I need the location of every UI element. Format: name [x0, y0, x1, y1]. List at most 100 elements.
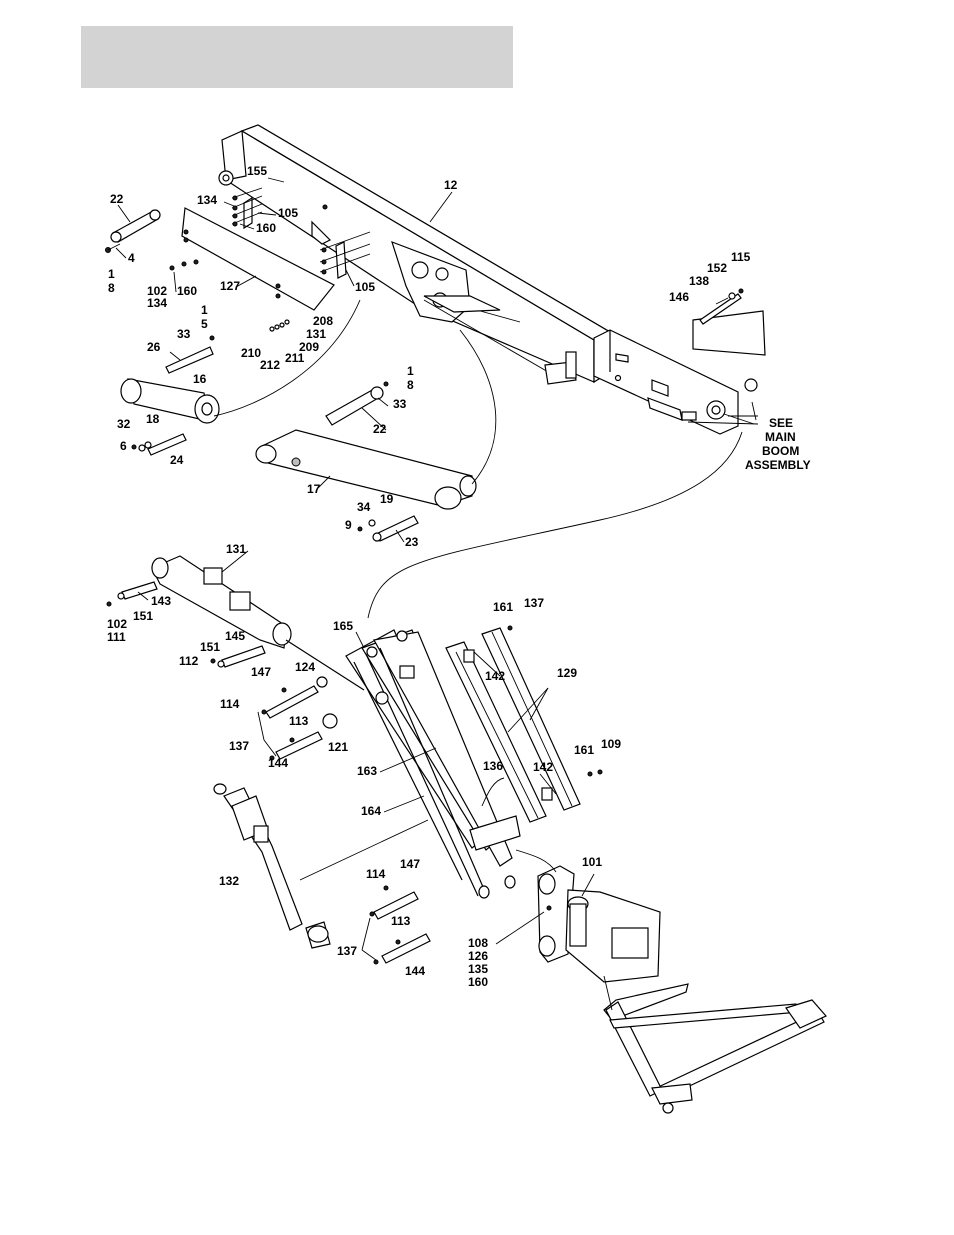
callout-label: 137 [337, 944, 357, 958]
pin-22-middle [325, 381, 389, 426]
callout-label: ASSEMBLY [745, 458, 811, 472]
link-16 [120, 335, 220, 424]
callout-label: 33 [177, 327, 191, 341]
title-block [81, 26, 513, 88]
callout-label: 137 [524, 596, 544, 610]
callout-label: 136 [483, 759, 503, 773]
callout-label: 1 [407, 364, 414, 378]
link-17 [255, 429, 477, 510]
callout-label: 143 [151, 594, 171, 608]
callout-label: 135 [468, 962, 488, 976]
callout-label: 134 [147, 296, 167, 310]
upper-fasteners [169, 187, 371, 332]
callout-label: 163 [357, 764, 377, 778]
callout-label: 164 [361, 804, 381, 818]
callout-label: 160 [256, 221, 276, 235]
callout-label: 144 [268, 756, 288, 770]
callout-label: BOOM [762, 444, 799, 458]
callout-label: 8 [108, 281, 115, 295]
pin-143 [106, 581, 158, 607]
callout-label: 161 [574, 743, 594, 757]
callout-label: MAIN [765, 430, 796, 444]
callout-label: 147 [400, 857, 420, 871]
callout-label: 160 [468, 975, 488, 989]
cylinder-131 [151, 555, 365, 691]
callout-label: 126 [468, 949, 488, 963]
pin-145 [210, 645, 266, 668]
callout-label: 160 [177, 284, 197, 298]
callout-label: 121 [328, 740, 348, 754]
callout-label: 211 [285, 351, 305, 365]
callout-label: 113 [289, 714, 309, 728]
cylinder-132 [213, 783, 331, 949]
callout-label: 105 [355, 280, 375, 294]
callout-label: 5 [201, 317, 208, 331]
callout-label: 124 [295, 660, 315, 674]
callout-label: 4 [128, 251, 135, 265]
pin-24 [131, 433, 187, 456]
callout-label: 101 [582, 855, 602, 869]
callout-label: 102 [147, 284, 167, 298]
pin-147-lower [369, 885, 419, 920]
callout-label: 132 [219, 874, 239, 888]
callout-label: 114 [220, 697, 240, 711]
pin-147-upper [261, 676, 328, 719]
callout-label: 129 [557, 666, 577, 680]
callout-label: 18 [146, 412, 160, 426]
callout-label: 134 [197, 193, 217, 207]
callout-label: 109 [601, 737, 621, 751]
callout-label: 22 [373, 422, 387, 436]
callout-label: 131 [226, 542, 246, 556]
callout-label: 137 [229, 739, 249, 753]
callout-label: 16 [193, 372, 207, 386]
callout-label: 209 [299, 340, 319, 354]
callout-label: SEE [769, 416, 793, 430]
callout-label: 138 [689, 274, 709, 288]
leader-lines [115, 177, 757, 961]
callout-label: 12 [444, 178, 458, 192]
callout-label: 22 [110, 192, 124, 206]
callout-label: 1 [201, 303, 208, 317]
callout-label: 23 [405, 535, 419, 549]
callout-label: 155 [247, 164, 267, 178]
base-frame [603, 975, 827, 1114]
callout-label: 102 [107, 617, 127, 631]
callout-label: 152 [707, 261, 727, 275]
callout-label: 1 [108, 267, 115, 281]
callout-label: 108 [468, 936, 488, 950]
callout-label: 161 [493, 600, 513, 614]
boom-nose-section [593, 310, 766, 435]
callout-label: 9 [345, 518, 352, 532]
callout-label: 212 [260, 358, 280, 372]
callout-label: 144 [405, 964, 425, 978]
callout-label: 34 [357, 500, 371, 514]
inner-boom-tubes [345, 629, 521, 899]
callout-label: 112 [179, 654, 199, 668]
pivot-mount-101 [537, 865, 661, 983]
callout-label: 151 [133, 609, 153, 623]
callout-label: 19 [380, 492, 394, 506]
callout-label: 145 [225, 629, 245, 643]
pin-22-left [105, 209, 161, 253]
pin-23 [357, 515, 419, 542]
callout-label: 147 [251, 665, 271, 679]
callout-label: 127 [220, 279, 240, 293]
callout-label: 32 [117, 417, 131, 431]
callout-label: 210 [241, 346, 261, 360]
callout-label: 6 [120, 439, 127, 453]
pin-146 [699, 288, 744, 325]
callout-label: 26 [147, 340, 161, 354]
callout-label: 24 [170, 453, 184, 467]
pin-144-lower [373, 933, 431, 965]
callout-label: 142 [533, 760, 553, 774]
callout-label: 111 [107, 630, 126, 644]
callout-label: 146 [669, 290, 689, 304]
callout-label: 8 [407, 378, 414, 392]
callout-label: 33 [393, 397, 407, 411]
callout-label: 105 [278, 206, 298, 220]
callout-label: 142 [485, 669, 505, 683]
callout-label: 113 [391, 914, 411, 928]
callout-label: 115 [731, 250, 751, 264]
